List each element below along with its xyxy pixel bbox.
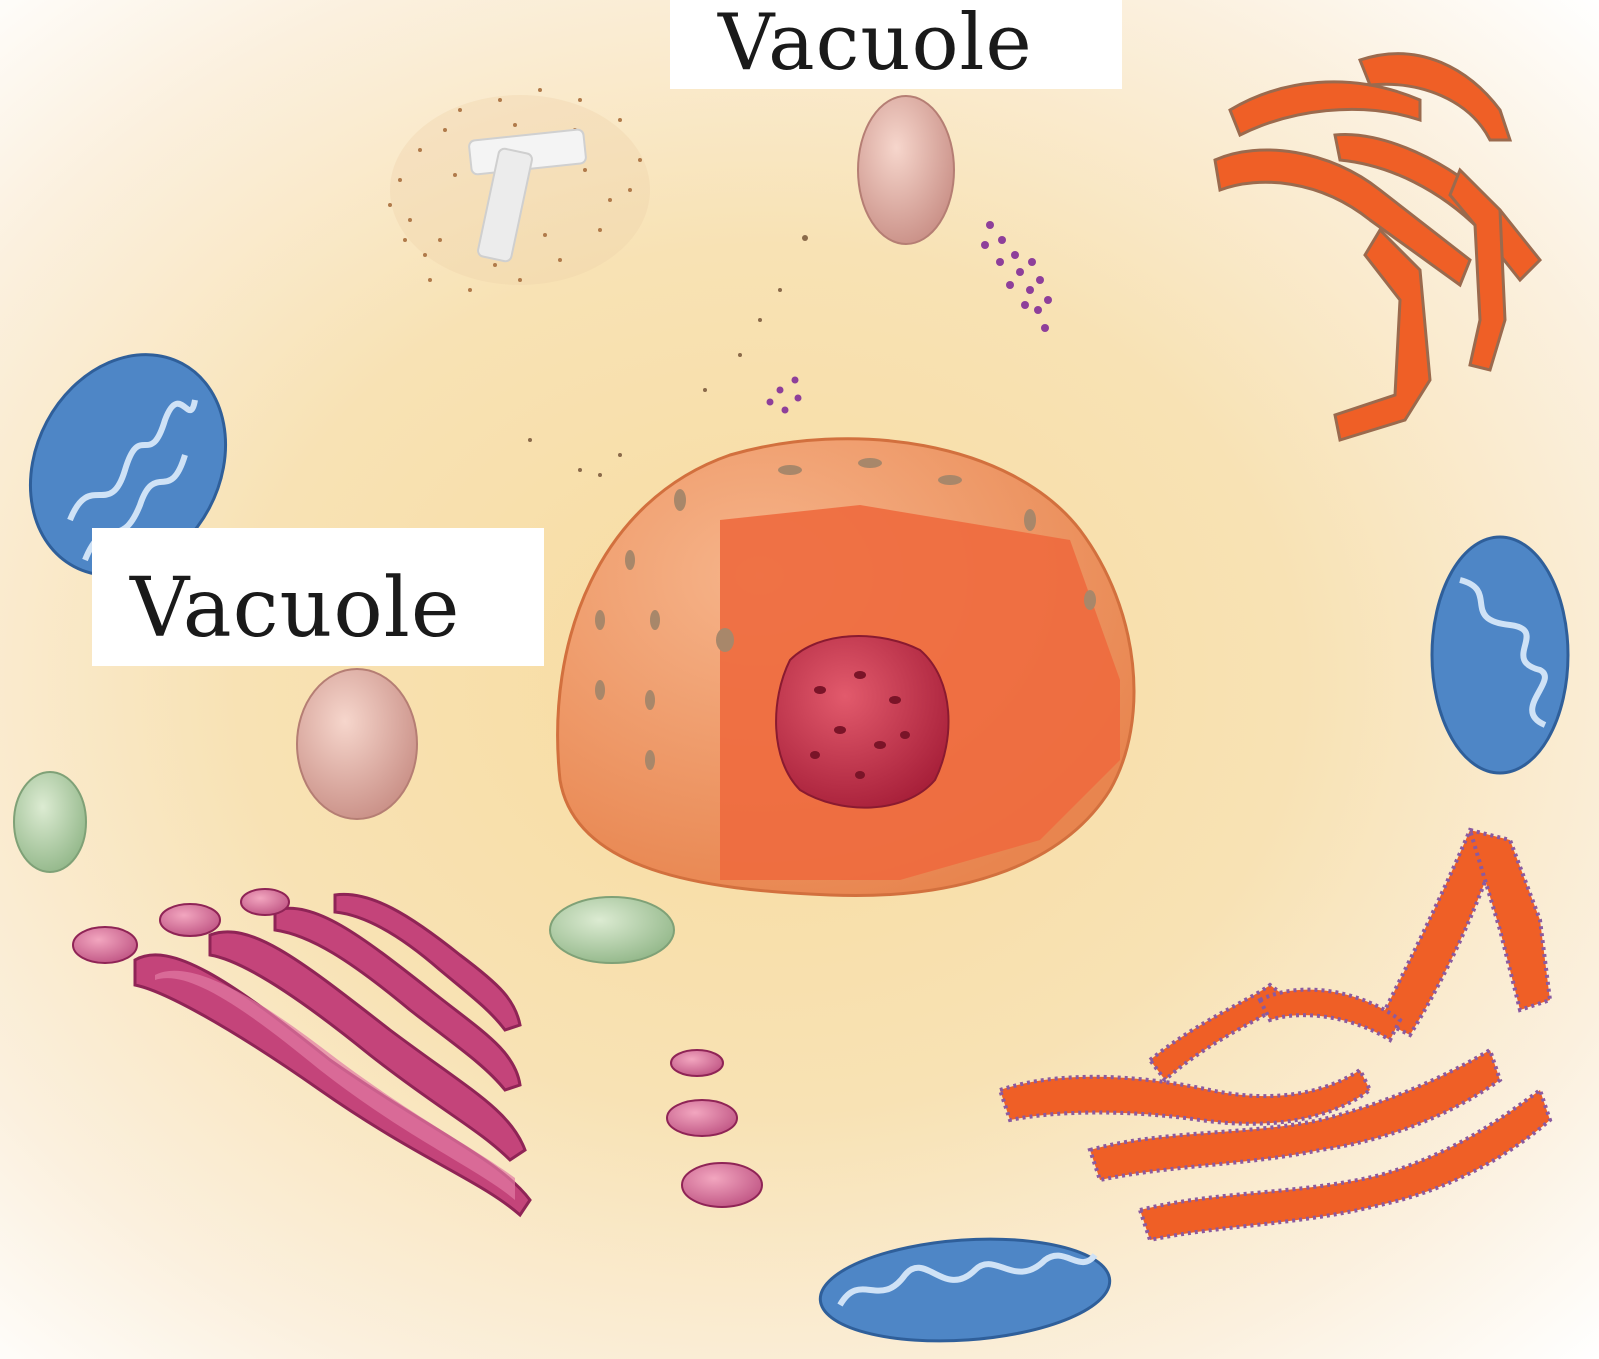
label-vacuole-top: Vacuole xyxy=(670,0,1122,89)
nucleus xyxy=(558,439,1134,896)
mitochondrion-bottom xyxy=(817,1230,1113,1350)
lysosome-center xyxy=(550,897,674,963)
rough-er-bottom-right xyxy=(1000,830,1550,1240)
centrosome xyxy=(388,88,650,292)
vacuole-top xyxy=(858,96,954,244)
golgi-apparatus xyxy=(135,894,530,1215)
lysosome-left xyxy=(14,772,86,872)
label-vacuole-left: Vacuole xyxy=(92,528,544,666)
ribosome-cluster xyxy=(767,221,1053,414)
nucleolus xyxy=(776,636,948,808)
rough-er-top-right xyxy=(1215,54,1540,440)
vacuole-left xyxy=(297,669,417,819)
mitochondrion-right xyxy=(1432,537,1568,773)
